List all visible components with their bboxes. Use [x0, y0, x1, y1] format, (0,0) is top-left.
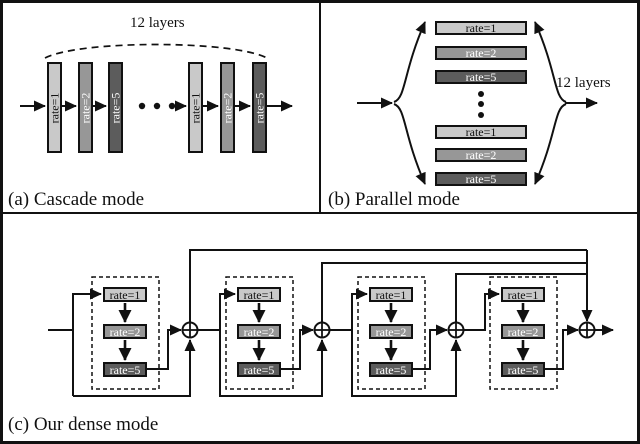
bar-rate-2: rate=2: [220, 62, 235, 153]
bar-label: rate=2: [220, 92, 235, 123]
box-rate-5: rate=5: [435, 172, 527, 186]
bar-rate-2: rate=2: [78, 62, 93, 153]
dense-block-outlines: [91, 276, 558, 390]
box-label: rate=5: [465, 172, 497, 186]
dense-panel-lines: [48, 249, 614, 397]
rate-label: rate=1: [109, 287, 141, 302]
box-label: rate=1: [465, 125, 497, 139]
box-label: rate=2: [465, 46, 497, 60]
rate-label: rate=2: [243, 324, 275, 339]
rate-label: rate=1: [375, 287, 407, 302]
sum-node-icon: [313, 321, 331, 339]
rate-label: rate=2: [507, 324, 539, 339]
rate-label: rate=5: [375, 362, 407, 377]
bar-rate-1: rate=1: [188, 62, 203, 153]
bar-label: rate=2: [78, 92, 93, 123]
dense-rate-1: rate=1: [237, 287, 281, 302]
rate-label: rate=5: [507, 362, 539, 377]
sum-node-icon: [447, 321, 465, 339]
dense-rate-2: rate=2: [501, 324, 545, 339]
cascade-panel-lines: [20, 43, 293, 112]
box-label: rate=2: [465, 148, 497, 162]
parallel-layers-label: 12 layers: [556, 75, 611, 91]
box-rate-5: rate=5: [435, 70, 527, 84]
box-rate-2: rate=2: [435, 46, 527, 60]
cascade-layers-label: 12 layers: [130, 15, 185, 31]
cascade-ellipsis-dots: [138, 102, 176, 110]
bar-label: rate=5: [252, 92, 267, 123]
dense-rate-1: rate=1: [501, 287, 545, 302]
cascade-caption: (a) Cascade mode: [8, 189, 145, 210]
box-label: rate=1: [465, 21, 497, 35]
parallel-panel-lines: [357, 21, 598, 185]
skip-line-1: [189, 249, 587, 323]
rate-label: rate=5: [109, 362, 141, 377]
dense-rate-5: rate=5: [501, 362, 545, 377]
sum-node-icon: [578, 321, 596, 339]
sum-nodes: [181, 321, 596, 339]
rate-label: rate=5: [243, 362, 275, 377]
dense-rate-2: rate=2: [103, 324, 147, 339]
bar-label: rate=5: [108, 92, 123, 123]
bar-rate-5: rate=5: [252, 62, 267, 153]
skip-line-2: [321, 262, 587, 323]
dense-rate-1: rate=1: [369, 287, 413, 302]
dense-connectors: [48, 249, 614, 397]
box-rate-1: rate=1: [435, 21, 527, 35]
fan-in-arrow-top: [534, 21, 567, 103]
rate-label: rate=2: [109, 324, 141, 339]
dense-caption: (c) Our dense mode: [8, 414, 159, 435]
dense-rate-5: rate=5: [369, 362, 413, 377]
rate-label: rate=2: [375, 324, 407, 339]
dense-rate-5: rate=5: [103, 362, 147, 377]
box-rate-1: rate=1: [435, 125, 527, 139]
rate-label: rate=1: [507, 287, 539, 302]
box-label: rate=5: [465, 70, 497, 84]
layers-brace-dashed-arc: [44, 43, 268, 59]
dense-rate-5: rate=5: [237, 362, 281, 377]
box-rate-2: rate=2: [435, 148, 527, 162]
parallel-ellipsis-dots: [478, 91, 484, 118]
parallel-caption: (b) Parallel mode: [328, 189, 460, 210]
sum-node-icon: [181, 321, 199, 339]
bar-rate-5: rate=5: [108, 62, 123, 153]
bar-rate-1: rate=1: [47, 62, 62, 153]
dense-rate-1: rate=1: [103, 287, 147, 302]
dense-rate-2: rate=2: [369, 324, 413, 339]
block-internal-arrows: [118, 303, 530, 361]
fan-out-arrow-bottom: [393, 103, 426, 185]
fan-out-arrow-top: [393, 21, 426, 103]
dense-rate-2: rate=2: [237, 324, 281, 339]
skip-line-3: [455, 273, 587, 323]
bar-label: rate=1: [47, 92, 62, 123]
rate-label: rate=1: [243, 287, 275, 302]
bar-label: rate=1: [188, 92, 203, 123]
fan-in-arrow-bottom: [534, 103, 567, 185]
